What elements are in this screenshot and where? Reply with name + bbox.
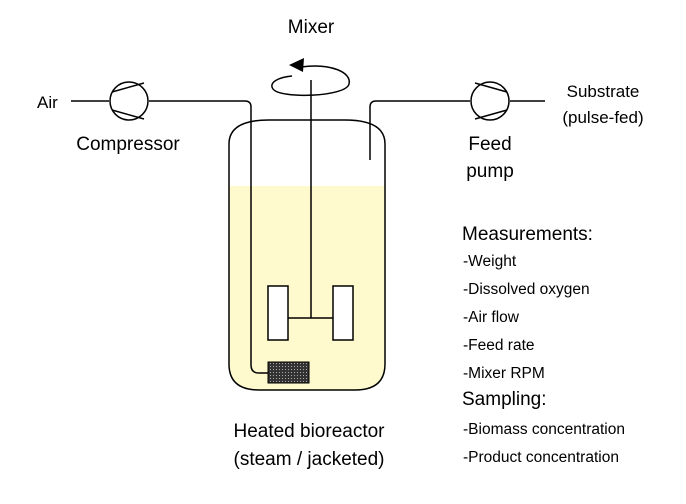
rotation-arrowhead (289, 58, 304, 72)
compressor-icon (109, 81, 149, 121)
sampling-item: -Biomass concentration (463, 421, 625, 438)
pump-label: pump (466, 161, 514, 182)
impeller-blade-left (267, 285, 289, 341)
reactor-label-line1: Heated bioreactor (233, 421, 385, 442)
substrate-label: Substrate (567, 82, 640, 101)
measurements-title: Measurements: (462, 224, 593, 245)
feed-label: Feed (468, 134, 511, 155)
reactor-vessel (228, 119, 386, 391)
air-label: Air (37, 93, 58, 112)
feed-pump-icon (470, 81, 510, 121)
measurement-item: -Mixer RPM (463, 365, 545, 382)
mixer-label: Mixer (288, 17, 335, 38)
sampling-item: -Product concentration (463, 449, 619, 466)
impeller-blade-right (332, 285, 354, 341)
rotation-arrow (271, 65, 350, 97)
measurement-item: -Dissolved oxygen (463, 281, 590, 298)
measurement-item: -Weight (463, 253, 517, 270)
measurement-item: -Air flow (463, 309, 520, 326)
measurement-item: -Feed rate (463, 337, 535, 354)
feed-line-into-reactor (369, 100, 470, 160)
pulse-fed-label: (pulse-fed) (562, 108, 643, 127)
reactor-liquid (229, 186, 385, 390)
sampling-title: Sampling: (462, 389, 547, 410)
air-line-to-sparger (149, 100, 268, 374)
sparger (267, 361, 310, 384)
reactor-label-line2: (steam / jacketed) (234, 449, 385, 470)
compressor-label: Compressor (76, 134, 180, 155)
